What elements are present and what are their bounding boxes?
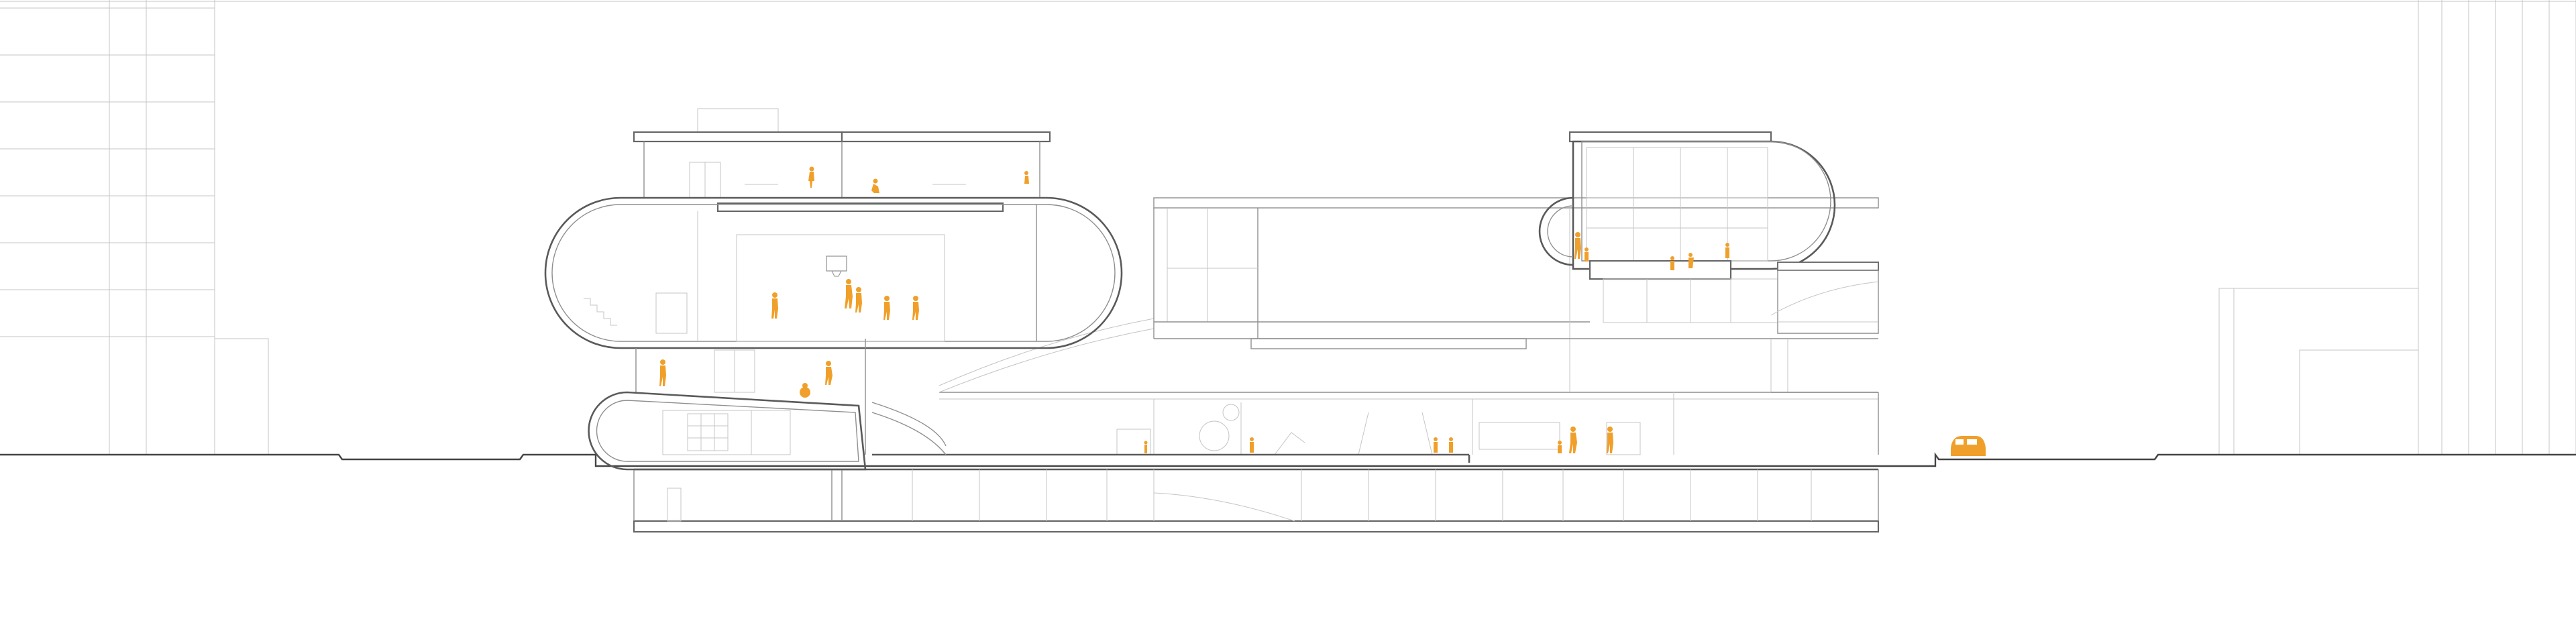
person-figure <box>1585 247 1589 262</box>
person-figure <box>855 287 862 313</box>
person-figure <box>1558 441 1562 453</box>
person-figure <box>845 279 853 308</box>
person-figure <box>1607 427 1613 453</box>
person-figure <box>1144 441 1148 453</box>
person-figure <box>1449 437 1453 453</box>
left-tower <box>544 108 1123 471</box>
person-figure <box>1688 253 1694 268</box>
ground-floor-hall <box>872 392 1879 463</box>
person-figure <box>1574 232 1581 259</box>
person-figure <box>1250 437 1254 453</box>
person-figure <box>871 178 879 193</box>
ramp <box>871 318 1155 455</box>
basement-level <box>633 468 1880 533</box>
person-figure <box>808 166 814 188</box>
person-figure <box>1725 243 1729 258</box>
people-figures <box>659 166 1729 453</box>
person-figure <box>883 296 890 320</box>
person-figure <box>1569 427 1577 453</box>
ground-line <box>0 452 2576 467</box>
person-figure <box>771 292 778 319</box>
central-block <box>1153 197 1879 393</box>
person-figure <box>825 361 833 385</box>
person-figure <box>1024 171 1029 184</box>
person-figure <box>800 383 810 398</box>
right-tower <box>1538 131 1879 334</box>
left-neighbor-building <box>0 0 2576 455</box>
vehicle <box>1951 436 1986 456</box>
basketball-hoop <box>826 256 847 277</box>
person-figure <box>912 296 919 320</box>
person-figure <box>1670 256 1674 270</box>
person-figure <box>659 359 666 386</box>
right-neighbor-building <box>2218 0 2576 455</box>
person-figure <box>1434 437 1438 453</box>
